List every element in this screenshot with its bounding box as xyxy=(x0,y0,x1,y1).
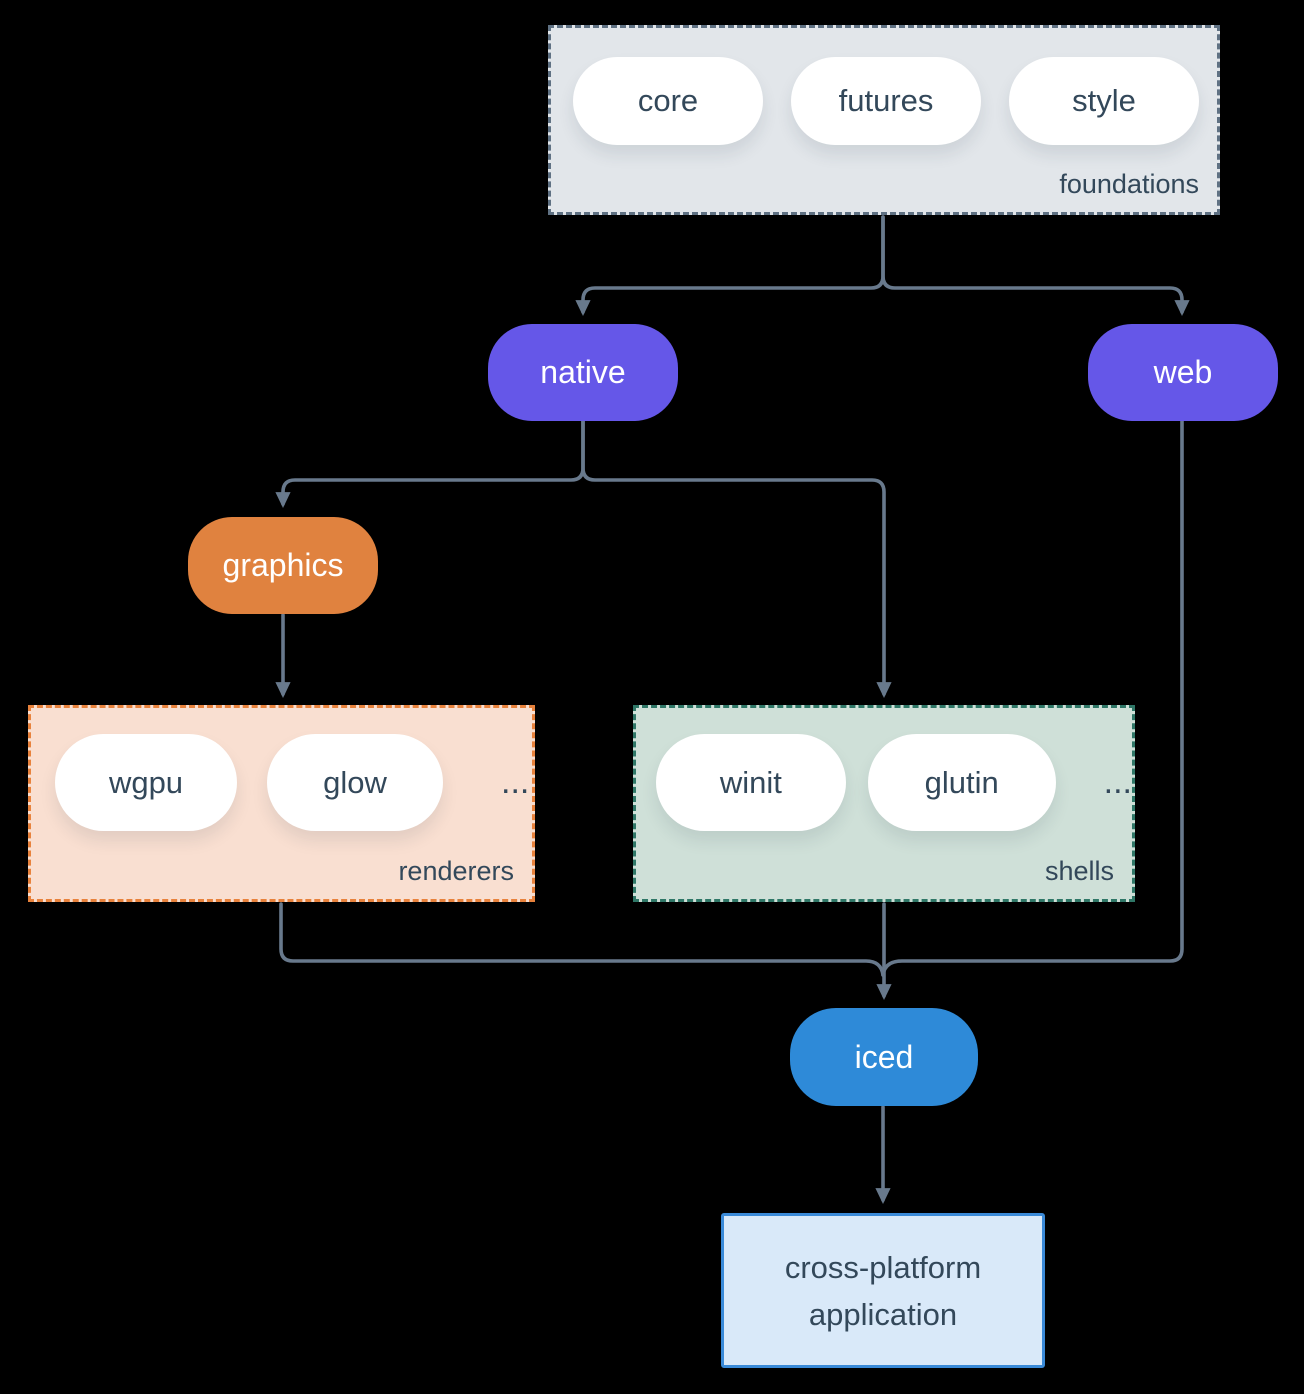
edge-native-shells xyxy=(581,419,892,698)
shells-ellipsis: ... xyxy=(1103,763,1132,801)
node-glutin: glutin xyxy=(867,734,1056,831)
node-graphics: graphics xyxy=(188,517,378,614)
node-core: core xyxy=(573,57,763,145)
node-wgpu: wgpu xyxy=(55,734,237,831)
foundations-pill-row: core futures style xyxy=(551,28,1217,145)
node-native: native xyxy=(488,324,678,421)
renderers-ellipsis: ... xyxy=(501,763,530,801)
node-iced: iced xyxy=(790,1008,978,1106)
node-winit: winit xyxy=(656,734,846,831)
node-futures: futures xyxy=(791,57,981,145)
group-shells: winit glutin ... shells xyxy=(633,705,1135,902)
group-label-shells: shells xyxy=(1044,856,1114,886)
group-renderers: wgpu glow ... renderers xyxy=(28,705,535,902)
edge-foundations-native xyxy=(575,215,885,316)
edge-web-iced xyxy=(881,419,1184,977)
group-foundations: core futures style foundations xyxy=(548,25,1220,215)
group-label-renderers: renderers xyxy=(398,856,514,886)
node-web: web xyxy=(1088,324,1278,421)
node-glow: glow xyxy=(267,734,443,831)
node-application: cross-platform application xyxy=(721,1213,1045,1368)
edge-renderers-iced xyxy=(279,902,885,977)
shells-pill-row: winit glutin ... xyxy=(636,708,1132,831)
edge-native-graphics xyxy=(275,419,585,508)
group-label-foundations: foundations xyxy=(1059,169,1199,199)
renderers-pill-row: wgpu glow ... xyxy=(31,708,532,831)
edge-foundations-web xyxy=(881,215,1190,316)
node-style: style xyxy=(1009,57,1199,145)
